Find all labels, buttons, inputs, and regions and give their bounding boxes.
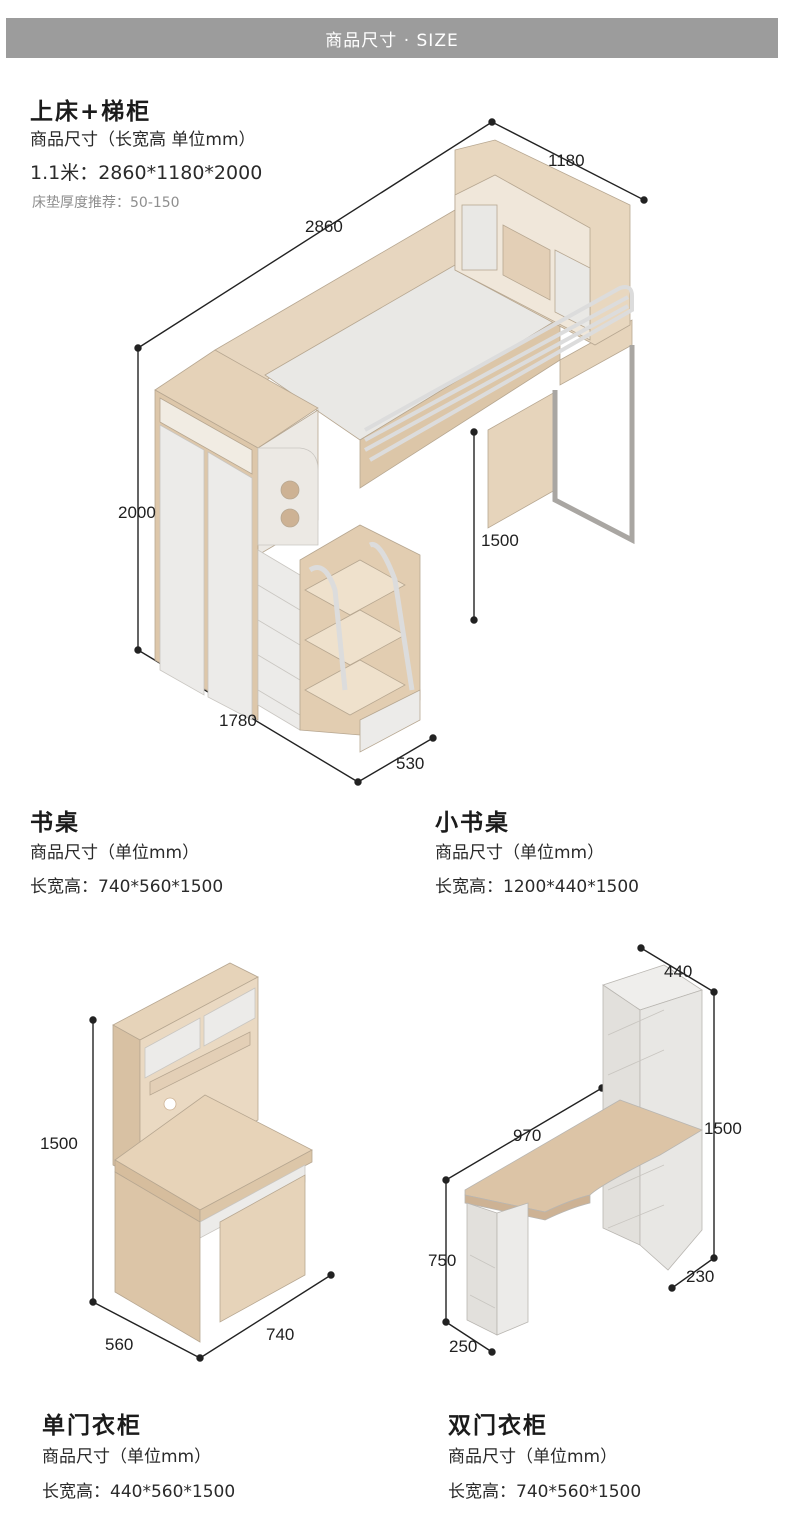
dim-loft-length: 2860	[305, 217, 343, 236]
double-wardrobe-title: 双门衣柜	[448, 1413, 548, 1439]
small-desk-size: 长宽高：1200*440*1500	[435, 877, 639, 897]
header-title: 商品尺寸 · SIZE	[325, 30, 459, 51]
dim-small-desk-height: 1500	[704, 1119, 742, 1138]
double-wardrobe-spec-label: 商品尺寸（单位mm）	[448, 1447, 618, 1467]
dim-small-desk-length: 970	[513, 1126, 541, 1145]
section-header: 商品尺寸 · SIZE	[6, 18, 778, 58]
small-desk-illustration	[464, 964, 703, 1336]
double-wardrobe-size: 长宽高：740*560*1500	[448, 1482, 642, 1502]
dim-desk-height: 1500	[40, 1134, 78, 1153]
desk-title: 书桌	[30, 810, 80, 836]
desk-size: 长宽高：740*560*1500	[30, 877, 224, 897]
dim-loft-height: 2000	[118, 503, 156, 522]
loft-bed-illustration	[154, 139, 635, 753]
dim-small-desk-desk-height: 750	[428, 1251, 456, 1270]
single-wardrobe-title: 单门衣柜	[42, 1413, 142, 1439]
loft-bed-spec-label: 商品尺寸（长宽高 单位mm）	[30, 130, 256, 150]
dim-small-desk-depth: 440	[664, 962, 692, 981]
dim-loft-desk-height: 1500	[481, 531, 519, 550]
dim-desk-depth: 560	[105, 1335, 133, 1354]
dim-small-desk-leg-width: 250	[449, 1337, 477, 1356]
small-desk-title: 小书桌	[435, 810, 510, 836]
small-desk-spec-label: 商品尺寸（单位mm）	[435, 843, 605, 863]
dim-loft-cabinet-length: 1780	[219, 711, 257, 730]
loft-bed-size: 1.1米：2860*1180*2000	[30, 162, 263, 184]
dim-loft-step-depth: 530	[396, 754, 424, 773]
single-wardrobe-size: 长宽高：440*560*1500	[42, 1482, 236, 1502]
loft-bed-title: 上床+梯柜	[30, 99, 152, 125]
dim-desk-width: 740	[266, 1325, 294, 1344]
mattress-note: 床垫厚度推荐：50-150	[32, 195, 180, 211]
desk-spec-label: 商品尺寸（单位mm）	[30, 843, 200, 863]
desk-illustration	[112, 962, 313, 1343]
single-wardrobe-spec-label: 商品尺寸（单位mm）	[42, 1447, 212, 1467]
dim-small-desk-shelf-width: 230	[686, 1267, 714, 1286]
dim-loft-depth: 1180	[548, 151, 585, 170]
